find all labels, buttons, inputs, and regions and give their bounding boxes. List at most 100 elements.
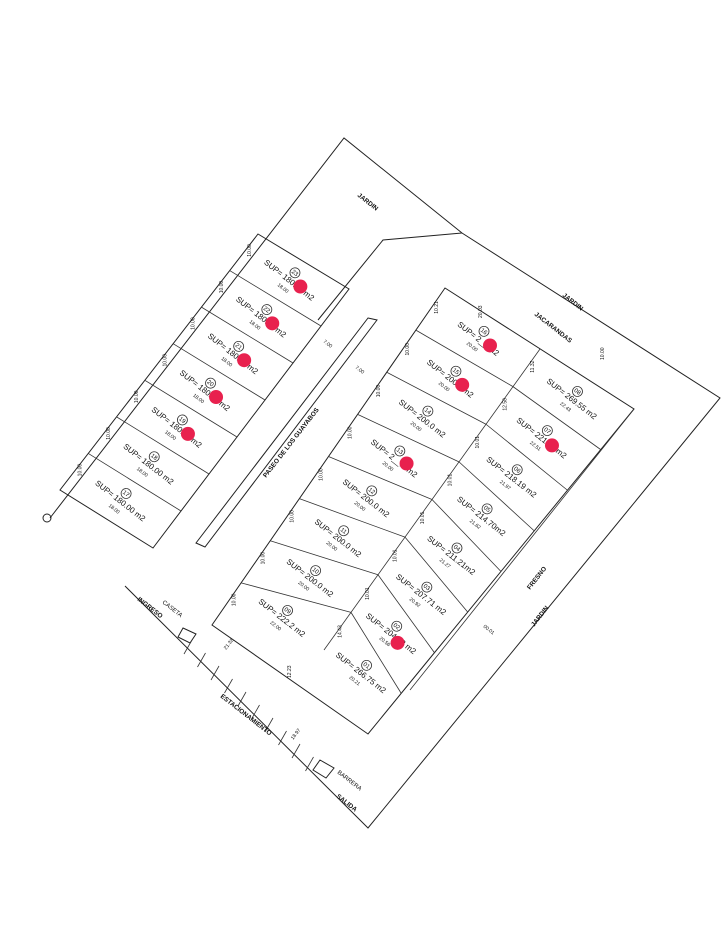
lot-area: SUP= 222.2 m2 (257, 597, 308, 639)
lot-width-dim: 10.00 (106, 427, 112, 440)
dim-bottom-b: 18.97 (290, 728, 303, 742)
lot-number: 02 (392, 623, 401, 632)
jacarandas-label: JACARANDAS (533, 311, 574, 345)
lot-number: 19 (177, 416, 186, 425)
lot-width-dim: 10.00 (347, 426, 353, 439)
lot-number: 04 (452, 544, 461, 553)
lot-number-circle (205, 377, 216, 389)
lot-marker-dot[interactable] (265, 316, 280, 331)
caseta-box (177, 627, 197, 644)
lot-number-circle (481, 503, 493, 515)
lot-marker-dot[interactable] (455, 377, 470, 392)
lot-marker-dot[interactable] (209, 390, 224, 405)
left-lot-divider (229, 270, 322, 327)
lot-number-circle (361, 659, 373, 671)
lot-number: 12 (367, 487, 376, 496)
lot-number-circle (148, 451, 160, 463)
lot-number-circle (421, 581, 433, 593)
fresno-edge (409, 408, 635, 691)
lot-width-dim: 10.00 (247, 244, 253, 257)
dim-bottom-c: 12.23 (287, 665, 293, 678)
lot-width-dim: 10.21 (434, 301, 440, 314)
lot-number: 07 (542, 427, 551, 436)
lot-area: SUP= 2__.0 m2 (369, 437, 420, 479)
blockR-lot-divider (512, 386, 601, 450)
lot-marker-dot[interactable] (390, 635, 405, 650)
lot-number-circle (233, 340, 245, 352)
lot-number-circle (366, 485, 378, 497)
salida-label: SALIDA (335, 793, 359, 814)
parking-stall-line (210, 665, 220, 681)
parking-stall-line (291, 743, 301, 759)
lot-number-circle (282, 605, 293, 616)
left-lot-divider (88, 453, 182, 512)
lot-marker-dot[interactable] (399, 456, 414, 471)
lot-number-circle (261, 304, 273, 315)
lot-area: SUP= 266.75 m2 (334, 650, 388, 695)
blockL-lot-divider (328, 456, 433, 500)
blockR-lot-divider (350, 612, 402, 694)
estacionamiento-label: ESTACIONAMIENTO (219, 693, 273, 737)
lot-number-circle (310, 565, 322, 576)
left-strip-outline (59, 233, 350, 549)
lot-width-dim: 10.00 (219, 281, 225, 294)
lot-number: 20 (205, 380, 214, 389)
lot-number: 06 (512, 466, 521, 475)
jardin-bottom-label: JARDIN (530, 605, 551, 629)
lot-number-circle (338, 525, 350, 537)
lot-area: SUP= 2__ m2 (456, 320, 501, 358)
parking-stall-line (305, 756, 314, 772)
lot-width-dim: 10.01 (420, 511, 426, 524)
blockR-lot-divider (431, 499, 502, 572)
lot-width-dim: 10.00 (78, 464, 84, 477)
blockR-lot-divider (458, 461, 535, 532)
lot-area: SUP= 200.0 m2 (397, 398, 448, 440)
lot-marker-dot[interactable] (544, 438, 559, 453)
jardin-top-label: JARDIN (356, 192, 380, 213)
lot-width-dim: 10.00 (405, 343, 411, 356)
lot-width-dim: 12.58 (502, 398, 508, 411)
lot-marker-dot[interactable] (482, 338, 497, 353)
lot-number: 10 (311, 567, 320, 576)
lot-width-dim: 10.00 (162, 354, 168, 367)
boundary-marker (42, 513, 52, 523)
dim-fresno-b: 00.01 (482, 624, 496, 637)
lot-number-circle (176, 414, 188, 426)
lot-number: 09 (282, 607, 291, 616)
left-lot-divider (144, 379, 238, 438)
lot-marker-dot[interactable] (293, 279, 308, 294)
lot-marker-dot[interactable] (237, 353, 252, 368)
lot-marker-dot[interactable] (180, 426, 195, 441)
lot-width-dim: 14.43 (337, 625, 343, 638)
lot-number: 16 (479, 328, 488, 337)
barrera-box (312, 759, 335, 779)
lot-number-circle (451, 542, 463, 554)
lot-width-dim: 10.01 (392, 549, 398, 562)
lot-width-dim: 10.00 (134, 390, 140, 403)
lot-number: 08 (572, 388, 581, 397)
jardin-right-label: JARDIN (561, 292, 585, 313)
